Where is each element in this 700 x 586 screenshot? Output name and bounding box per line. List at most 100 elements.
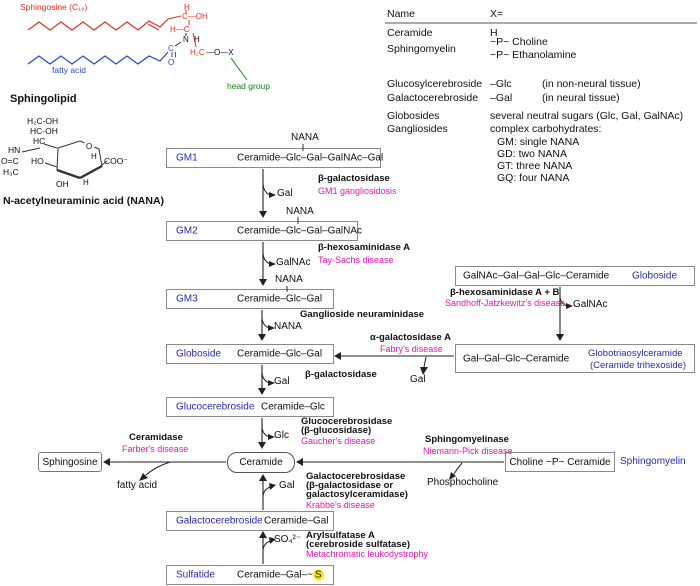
enzyme-galactocerebrosidase: Galactocerebrosidase [306, 471, 406, 482]
enzyme-ceramidase: Ceramidase [129, 432, 183, 443]
nana-acetyl-ch3: H₃C [3, 167, 19, 177]
nana-chain-low: HC [33, 136, 46, 146]
globotriaosylceramide-box: Gal–Gal–Glc–Ceramide Globotriaosylcerami… [455, 344, 695, 373]
nana-ho: HO [31, 156, 44, 166]
disease-sandhoff-jatzkewitz: Sandhoff-Jatzkewitz's disease [445, 298, 566, 308]
gm2-chain: Ceramide–Glc–Gal–GalNAc [237, 225, 363, 237]
table-row-value: –Glc [490, 78, 512, 90]
ganglioside-class: GT: three NANA [497, 160, 573, 172]
sphingosine-label: Sphingosine [42, 456, 98, 468]
enzyme-beta-glucosidase: (β-glucosidase) [301, 425, 372, 436]
enzyme-glucocerebrosidase: Glucocerebrosidase [301, 416, 393, 427]
arrow-ceramide-sphingosine [103, 458, 226, 466]
disease-farber: Farber's disease [122, 444, 189, 454]
table-row-name: Glucosylcerebroside [387, 78, 483, 90]
disease-gm1-gangliosidosis: GM1 gangliosidosis [318, 186, 397, 196]
enzyme-ganglioside-neuraminidase: Ganglioside neuraminidase [300, 309, 425, 320]
enzyme-arylsulfatase-a: Arylsulfatase A [306, 530, 375, 541]
galactocerebroside-label: Galactocerebroside [176, 515, 263, 527]
table-header-x: X= [490, 8, 504, 20]
released-gal-2: Gal [274, 376, 290, 387]
fatty-acid-chain-drawing [27, 51, 169, 65]
gm1-box: GM1 Ceramide–Glc–Gal–GalNAc–Gal [166, 148, 384, 168]
enzyme-beta-hexosaminidase-a: β-hexosaminidase A [318, 242, 411, 253]
sulfatide-box: Sulfatide Ceramide–Gal–~S [166, 565, 334, 585]
ceramide-trihexoside-label: (Ceramide trihexoside) [590, 360, 687, 371]
table-row-value2: ~P~ Ethanolamine [490, 49, 577, 61]
gm3-chain: Ceramide–Glc–Gal [237, 293, 323, 305]
arrow-globoside-glucocerebroside [258, 365, 266, 395]
gm3-label: GM3 [176, 293, 198, 305]
released-sulfate: SO₄²⁻ [274, 534, 302, 545]
sphingosine-box: Sphingosine [38, 452, 102, 472]
nana-h-right: H [91, 152, 97, 161]
nana-h-bottom: H [83, 178, 89, 187]
released-glc: Glc [274, 430, 289, 441]
head-group-label: head group [227, 81, 271, 91]
table-row-value: complex carbohydrates: [490, 123, 602, 135]
c2-carbon: H—C [170, 25, 190, 34]
released-gal-1: Gal [277, 188, 293, 199]
amide-n-h: H [194, 35, 200, 44]
table-row-name: Globosides [387, 110, 440, 122]
enzyme-sphingomyelinase: Sphingomyelinase [425, 434, 509, 445]
nana-attachment-gm1: NANA [291, 132, 319, 143]
branch-galnac-1 [262, 251, 276, 267]
ganglioside-class: GQ: four NANA [497, 172, 570, 184]
nana-ring-o: O [86, 142, 93, 151]
nana-acetyl-co: O=C [1, 156, 19, 166]
disease-fabry: Fabry's disease [380, 344, 443, 354]
arrow-sulfatide-galactocerebroside [259, 531, 267, 564]
sulfate-s: S [312, 569, 324, 581]
sphingosine-c18-label: Sphingosine (C₁₈) [20, 2, 88, 12]
galactocerebroside-box: Galactocerebroside Ceramide–Gal [166, 511, 334, 531]
ceramide-label: Ceramide [239, 457, 283, 468]
released-nana: NANA [274, 321, 302, 332]
released-galnac-1: GalNAc [276, 257, 311, 268]
sphingolipid-title: Sphingolipid [10, 93, 77, 105]
left-globoside-label: Globoside [176, 348, 222, 360]
globoside-box: GalNAc–Gal–Gal–Glc–Ceramide Globoside [455, 266, 695, 286]
table-row-note: (in non-neural tissue) [542, 78, 641, 90]
c1-carbon: H₂C [190, 48, 205, 57]
branch-gal-3 [262, 483, 276, 498]
fatty-acid-label: fatty acid [52, 65, 87, 75]
disease-gaucher: Gaucher's disease [301, 436, 376, 446]
globotriaosylceramide-label: Globotriaosylceramide [588, 348, 683, 359]
released-phosphocholine: Phosphocholine [427, 477, 499, 488]
nana-attachment-gm2: NANA [286, 206, 314, 217]
arrow-glucocerebroside-ceramide [258, 418, 266, 449]
table-header-name: Name [387, 8, 416, 20]
sulfatide-chain: Ceramide–Gal–~ [237, 569, 313, 581]
gm1-chain: Ceramide–Glc–Gal–GalNAc–Gal [237, 152, 384, 164]
arrow-gm3-globoside [258, 310, 266, 341]
nana-chain-mid: HC-OH [30, 126, 58, 136]
gm3-box: GM3 Ceramide–Glc–Gal [166, 289, 334, 309]
glucocerebroside-box: Glucocerebroside Ceramide–Glc [166, 397, 334, 417]
nana-hn: HN [8, 145, 21, 155]
branch-gal-1 [262, 181, 276, 198]
disease-niemann-pick: Niemann-Pick disease [423, 446, 513, 456]
released-fatty-acid: fatty acid [117, 480, 158, 491]
nana-oh: OH [56, 179, 69, 189]
released-galnac-2: GalNAc [573, 299, 608, 310]
branch-gal-4 [420, 356, 428, 375]
glucocerebroside-chain: Ceramide–Glc [261, 401, 325, 413]
carbonyl-o: O [168, 58, 175, 67]
galactocerebroside-chain: Ceramide–Gal [264, 515, 329, 527]
head-group-pointer [230, 57, 248, 81]
sphingomyelin-chain: Choline ~P~ Ceramide [509, 456, 611, 468]
sphingomyelin-box: Choline ~P~ Ceramide [505, 452, 615, 472]
nana-chain-top: H₂C-OH [27, 116, 59, 126]
disease-krabbe: Krabbe's disease [306, 500, 375, 510]
arrow-gm1-gm2 [259, 169, 267, 218]
arrow-gm2-gm3 [259, 242, 267, 286]
table-row-name: Sphingomyelin [387, 43, 456, 55]
ganglioside-class: GM: single NANA [497, 136, 580, 148]
glucocerebroside-label: Glucocerebroside [176, 401, 255, 413]
enzyme-beta-galactosidase-1: β-galactosidase [318, 173, 390, 184]
table-row-name: Ceramide [387, 27, 433, 39]
sulfatide-chain-wrap: Ceramide–Gal–~S [237, 569, 324, 581]
amide-n: N [183, 35, 189, 44]
